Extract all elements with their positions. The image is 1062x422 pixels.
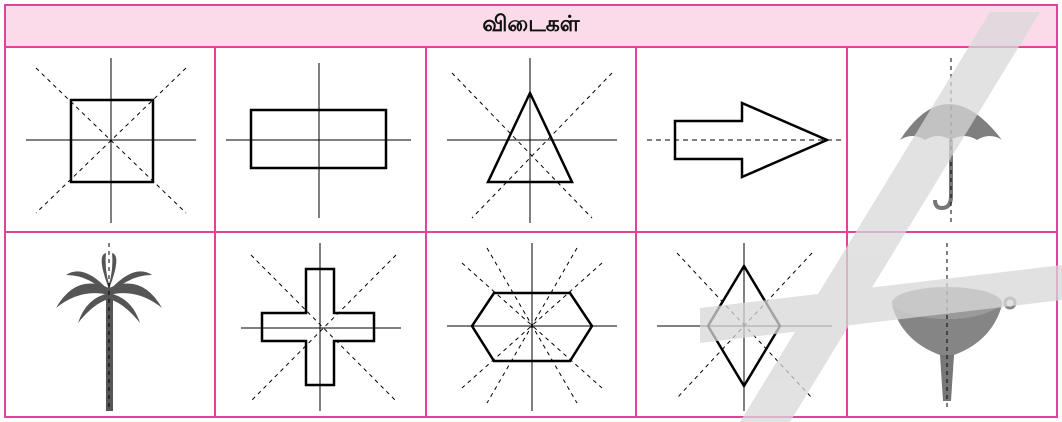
plus-cross-symmetry-icon	[216, 233, 426, 416]
cell-triangle	[426, 47, 636, 232]
cell-rectangle	[215, 47, 425, 232]
cell-hexagon	[426, 232, 636, 417]
cell-funnel	[847, 232, 1057, 417]
hexagon-symmetry-icon	[427, 233, 637, 416]
cell-palm-tree	[5, 232, 215, 417]
rhombus-symmetry-icon	[637, 233, 847, 416]
funnel-icon	[862, 233, 1042, 416]
table-header: விடைகள்	[5, 5, 1057, 47]
cell-square	[5, 47, 215, 232]
cell-umbrella	[847, 47, 1057, 232]
triangle-symmetry-icon	[427, 48, 637, 231]
cell-plus	[215, 232, 425, 417]
palm-tree-icon	[6, 233, 216, 416]
table-row	[5, 47, 1057, 232]
umbrella-icon	[862, 48, 1042, 231]
square-symmetry-icon	[6, 48, 216, 231]
cell-arrow	[636, 47, 846, 232]
table-row	[5, 232, 1057, 417]
arrow-symmetry-icon	[637, 48, 847, 231]
cell-rhombus	[636, 232, 846, 417]
rectangle-symmetry-icon	[216, 48, 426, 231]
answers-table: விடைகள்	[4, 4, 1058, 418]
